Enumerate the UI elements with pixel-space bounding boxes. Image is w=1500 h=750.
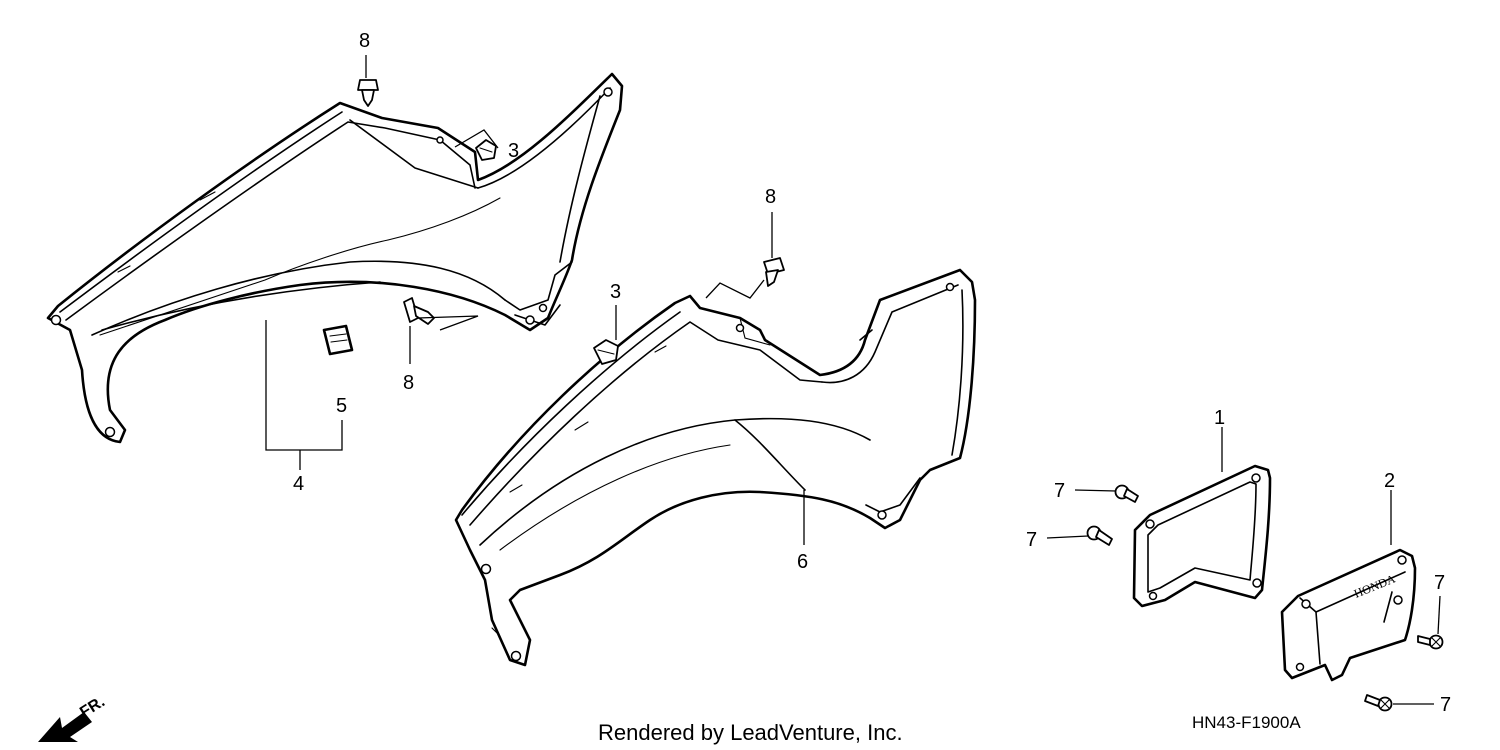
callout-7-upper: 7 (1054, 480, 1065, 502)
callout-8-top: 8 (359, 30, 370, 52)
clip-nut-part-3-top[interactable] (475, 139, 497, 161)
screw-part-7-lower[interactable] (1086, 525, 1113, 546)
callout-8-middle: 8 (403, 372, 414, 394)
screw-part-7-right[interactable] (1417, 634, 1444, 650)
clip-part-8-middle[interactable] (403, 297, 435, 325)
left-side-cover[interactable] (46, 72, 624, 444)
screw-part-7-bottom[interactable] (1364, 694, 1393, 712)
callout-3-middle: 3 (610, 281, 621, 303)
clip-part-8-right[interactable] (763, 257, 785, 287)
callout-1: 1 (1214, 407, 1225, 429)
arrow-icon (38, 712, 92, 742)
right-side-cover[interactable] (454, 268, 977, 667)
screw-part-7-upper[interactable] (1114, 484, 1139, 503)
callout-numbers: 8 3 8 5 4 8 3 6 1 2 7 7 7 7 (293, 30, 1451, 716)
emblem-cover-part-2[interactable]: HONDA (1280, 548, 1417, 682)
credit-text: Rendered by LeadVenture, Inc. (598, 720, 903, 745)
callout-7-bottom: 7 (1440, 694, 1451, 716)
callout-5: 5 (336, 395, 347, 417)
pad-part-5[interactable] (322, 324, 354, 356)
leader-lines (265, 55, 1441, 705)
callout-8-right: 8 (765, 186, 776, 208)
callout-7-right: 7 (1434, 572, 1445, 594)
plate-part-1[interactable] (1132, 464, 1272, 608)
callout-7-lower: 7 (1026, 529, 1037, 551)
callout-3-top: 3 (508, 140, 519, 162)
clip-part-8-top[interactable] (357, 79, 379, 107)
callout-4: 4 (293, 473, 304, 495)
diagram-code: HN43-F1900A (1192, 713, 1301, 732)
callout-2: 2 (1384, 470, 1395, 492)
callout-6: 6 (797, 551, 808, 573)
front-direction-indicator: FR. (38, 693, 108, 742)
clip-nut-part-3-middle[interactable] (593, 339, 619, 365)
